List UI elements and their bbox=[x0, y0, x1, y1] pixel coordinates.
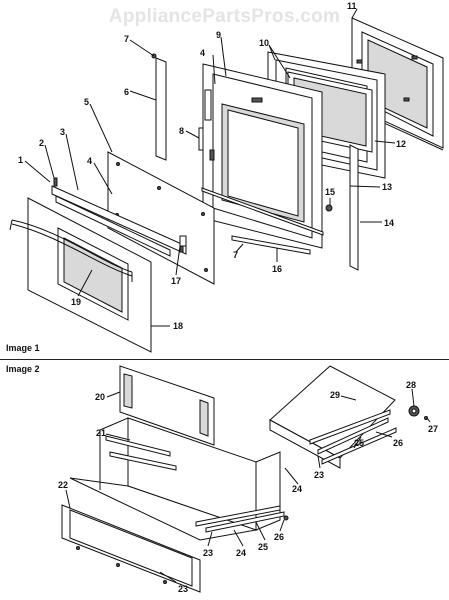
drawer-side-assembly-29 bbox=[269, 365, 396, 469]
slide-rail-21 bbox=[105, 435, 177, 471]
drawer-front-22 bbox=[61, 504, 201, 593]
callout-2: 2 bbox=[39, 138, 44, 148]
callout-26: 26 bbox=[274, 532, 284, 542]
callout-12: 12 bbox=[396, 139, 406, 149]
door-handle-19 bbox=[9, 219, 133, 282]
callout-9: 9 bbox=[216, 30, 221, 40]
callout-10: 10 bbox=[259, 38, 269, 48]
callout-3: 3 bbox=[60, 127, 65, 137]
knob-28 bbox=[408, 405, 428, 420]
callout-18: 18 bbox=[173, 321, 183, 331]
callout-7: 7 bbox=[233, 250, 238, 260]
callout-4: 4 bbox=[200, 48, 205, 58]
callout-24: 24 bbox=[236, 548, 246, 558]
callout-21: 21 bbox=[96, 428, 106, 438]
inner-door-liner-9 bbox=[202, 63, 323, 249]
watermark-text: AppliancePartsPros.com bbox=[108, 6, 341, 27]
drawer-back-panel-20 bbox=[119, 365, 215, 446]
callout-17: 17 bbox=[171, 276, 181, 286]
callout-28: 28 bbox=[406, 380, 416, 390]
insulation-panel-5 bbox=[107, 151, 215, 285]
callout-19: 19 bbox=[71, 297, 81, 307]
callout-13: 13 bbox=[382, 182, 392, 192]
hinge-8 bbox=[198, 89, 212, 151]
screw-15 bbox=[325, 204, 333, 212]
callout-7: 7 bbox=[124, 34, 129, 44]
callout-8: 8 bbox=[179, 126, 184, 136]
callout-6: 6 bbox=[124, 87, 129, 97]
callout-26: 26 bbox=[393, 438, 403, 448]
section-divider bbox=[0, 359, 449, 360]
callout-16: 16 bbox=[272, 264, 282, 274]
callout-1: 1 bbox=[18, 155, 23, 165]
callout-11: 11 bbox=[347, 1, 357, 11]
callout-labels: 1 2 3 4 4 5 6 7 7 8 9 10 11 12 13 14 15 … bbox=[18, 1, 438, 594]
side-panel-6 bbox=[151, 53, 167, 161]
bottom-trim-16 bbox=[201, 187, 324, 255]
callout-23: 23 bbox=[314, 470, 324, 480]
side-panel-14 bbox=[349, 144, 359, 271]
callout-4: 4 bbox=[87, 156, 92, 166]
slide-rail-25 bbox=[195, 505, 289, 533]
callout-23: 23 bbox=[178, 584, 188, 594]
callout-23: 23 bbox=[203, 548, 213, 558]
callout-15: 15 bbox=[325, 187, 335, 197]
leader-lines-image1 bbox=[24, 8, 396, 327]
image2-caption: Image 2 bbox=[6, 364, 40, 374]
callout-29: 29 bbox=[330, 390, 340, 400]
callout-25: 25 bbox=[354, 438, 364, 448]
callout-22: 22 bbox=[58, 480, 68, 490]
callout-25: 25 bbox=[258, 542, 268, 552]
callout-20: 20 bbox=[95, 392, 105, 402]
outer-door-frame-11 bbox=[351, 17, 444, 151]
clip-17 bbox=[179, 235, 187, 247]
callout-24: 24 bbox=[292, 484, 302, 494]
control-bracket-3 bbox=[51, 177, 187, 257]
callout-27: 27 bbox=[428, 424, 438, 434]
callout-14: 14 bbox=[384, 218, 394, 228]
image1-caption: Image 1 bbox=[6, 343, 40, 353]
leader-lines-image2 bbox=[65, 388, 431, 583]
slide-rail-26 bbox=[317, 417, 397, 465]
callout-5: 5 bbox=[84, 97, 89, 107]
